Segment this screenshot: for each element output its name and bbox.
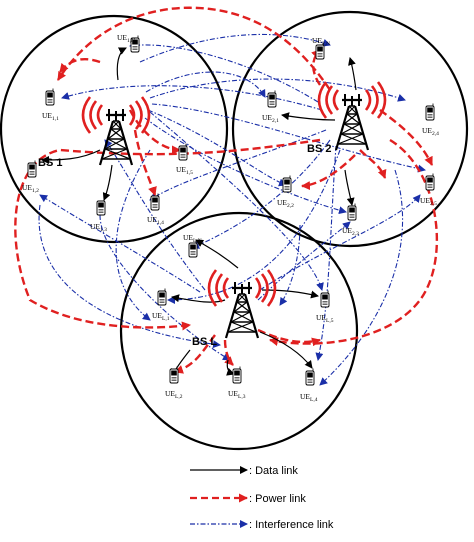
ue-2-2: UE2,2 [277,175,294,209]
ue-1-4: UE1,4 [147,193,164,226]
svg-text:UEL,4: UEL,4 [300,392,318,403]
svg-text:UE1,4: UE1,4 [147,215,164,226]
svg-text:UE2,5: UE2,5 [420,196,437,207]
ue-2-1: UE2,1 [262,90,279,124]
svg-text:UEL,1: UEL,1 [152,311,170,322]
legend-data-label: : Data link [249,465,298,477]
ue-2-4: UE2,4 [422,103,439,137]
ue-1-1: UE1,1 [42,88,59,122]
legend-interference-label: : Interference link [249,519,334,531]
svg-text:UE1,5: UE1,5 [176,165,193,176]
base-station-2 [317,80,387,152]
svg-text:UE2,4: UE2,4 [422,126,439,137]
ue-2-5: UE2,5 [420,173,437,207]
svg-text:UEL,N: UEL,N [183,233,202,244]
cell-1-boundary [0,14,229,244]
tower-icon [224,280,260,340]
bs1-label: BS 1 [38,157,62,169]
ue-1-5: UE1,5 [176,143,193,176]
legend-power-label: : Power link [249,493,306,505]
svg-text:UE2,3: UE2,3 [342,226,359,237]
ue-2-n: UE2,N [312,36,330,60]
svg-text:UE1,3: UE1,3 [90,222,107,233]
svg-text:UE2,1: UE2,1 [262,113,279,124]
ue-L-2: UEL,2 [165,366,183,400]
svg-text:UE2,2: UE2,2 [277,198,294,209]
svg-text:UE1,1: UE1,1 [42,111,59,122]
ue-L-4: UEL,4 [300,368,318,403]
ue-1-2: UE1,2 [22,160,39,194]
ue-1-3: UE1,3 [90,198,107,233]
cell-L-boundary [119,211,359,451]
ue-L-1: UEL,1 [152,288,170,322]
ue-2-3: UE2,3 [342,203,359,237]
svg-text:UE1,2: UE1,2 [22,183,39,194]
svg-text:UEL,3: UEL,3 [228,389,246,400]
ue-1-n: UE1,N [117,33,140,53]
power-links [14,6,438,374]
svg-text:UEL,2: UEL,2 [165,389,183,400]
legend: : Data link : Power link : Interference … [190,465,334,531]
base-station-L [207,268,277,340]
svg-text:UE1,N: UE1,N [117,33,135,44]
svg-text:UE2,N: UE2,N [312,36,330,47]
bsL-label: BS L [192,336,217,348]
bs2-label: BS 2 [307,143,331,155]
ue-L-n: UEL,N [183,233,202,258]
svg-text:UEL,5: UEL,5 [316,313,334,324]
ue-L-5: UEL,5 [316,290,334,324]
ue-L-3: UEL,3 [228,366,246,400]
tower-icon [334,92,370,152]
cell-2-boundary [231,10,469,248]
